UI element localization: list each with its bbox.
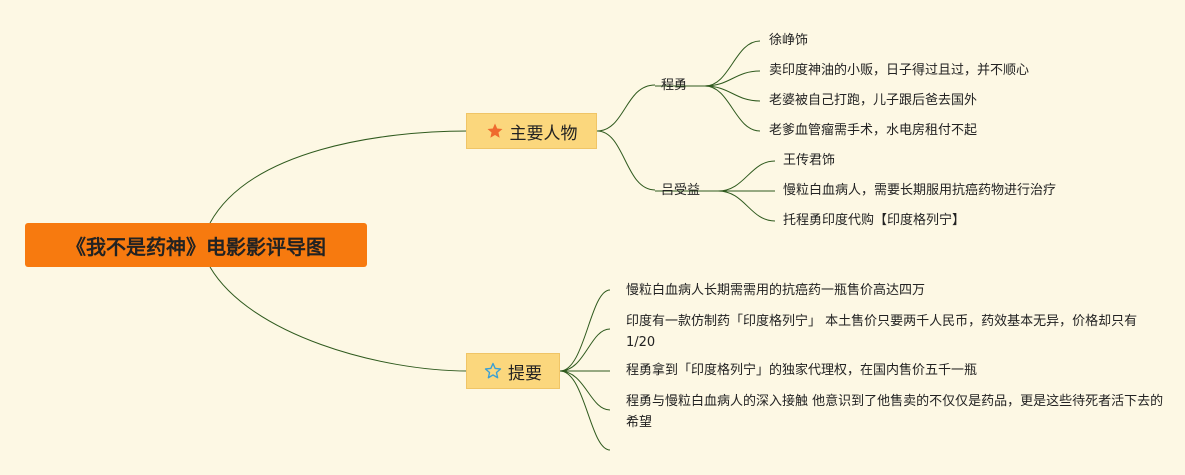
branch-main-characters[interactable]: 主要人物 (466, 113, 597, 149)
star-outline-icon (484, 362, 502, 380)
connector-root-characters (209, 130, 469, 224)
detail-text: 老婆被自己打跑，儿子跟后爸去国外 (769, 93, 978, 108)
detail-node[interactable]: 徐峥饰 (769, 31, 808, 51)
branch-summary[interactable]: 提要 (466, 353, 560, 389)
connector-characters-lvshouyi (596, 130, 656, 191)
detail-node[interactable]: 王传君饰 (783, 151, 835, 171)
summary-point[interactable]: 印度有一款仿制药「印度格列宁」 本土售价只要两千人民币，药效基本无异，价格却只有… (626, 311, 1166, 353)
detail-node[interactable]: 老爹血管瘤需手术，水电房租付不起 (769, 121, 977, 141)
detail-text: 托程勇印度代购【印度格列宁】 (783, 213, 966, 228)
detail-text: 王传君饰 (783, 153, 836, 168)
person-name: 吕受益 (661, 183, 701, 198)
detail-node[interactable]: 托程勇印度代购【印度格列宁】 (783, 211, 965, 231)
person-name: 程勇 (661, 78, 688, 93)
detail-node[interactable]: 慢粒白血病人，需要长期服用抗癌药物进行治疗 (783, 181, 1056, 201)
detail-text: 卖印度神油的小贩，日子得过且过，并不顺心 (769, 63, 1030, 78)
branch-label-summary: 提要 (508, 363, 542, 384)
person-node-chengyong[interactable]: 程勇 (661, 76, 687, 96)
summary-text: 程勇拿到「印度格列宁」的独家代理权，在国内售价五千一瓶 (626, 363, 978, 378)
detail-text: 徐峥饰 (769, 33, 809, 48)
summary-point[interactable]: 慢粒白血病人长期需需用的抗癌药一瓶售价高达四万 (626, 281, 925, 301)
star-filled-icon (486, 122, 504, 140)
connector-characters-chengyong (596, 84, 656, 132)
summary-text: 慢粒白血病人长期需需用的抗癌药一瓶售价高达四万 (626, 283, 926, 298)
detail-node[interactable]: 卖印度神油的小贩，日子得过且过，并不顺心 (769, 61, 1029, 81)
branch-label-characters: 主要人物 (509, 123, 578, 144)
person-node-lvshouyi[interactable]: 吕受益 (661, 181, 700, 201)
detail-node[interactable]: 老婆被自己打跑，儿子跟后爸去国外 (769, 91, 977, 111)
root-node[interactable]: 《我不是药神》电影影评导图 (25, 223, 367, 267)
summary-text: 印度有一款仿制药「印度格列宁」 本土售价只要两千人民币，药效基本无异，价格却只有… (626, 314, 1138, 350)
summary-point[interactable]: 程勇与慢粒白血病人的深入接触 他意识到了他售卖的不仅仅是药品，更是这些待死者活下… (626, 391, 1166, 433)
connector-root-summary (209, 266, 469, 372)
summary-text: 程勇与慢粒白血病人的深入接触 他意识到了他售卖的不仅仅是药品，更是这些待死者活下… (626, 394, 1164, 430)
detail-text: 慢粒白血病人，需要长期服用抗癌药物进行治疗 (783, 183, 1057, 198)
root-title: 《我不是药神》电影影评导图 (66, 234, 326, 259)
summary-point[interactable]: 程勇拿到「印度格列宁」的独家代理权，在国内售价五千一瓶 (626, 361, 977, 381)
detail-text: 老爹血管瘤需手术，水电房租付不起 (769, 123, 978, 138)
